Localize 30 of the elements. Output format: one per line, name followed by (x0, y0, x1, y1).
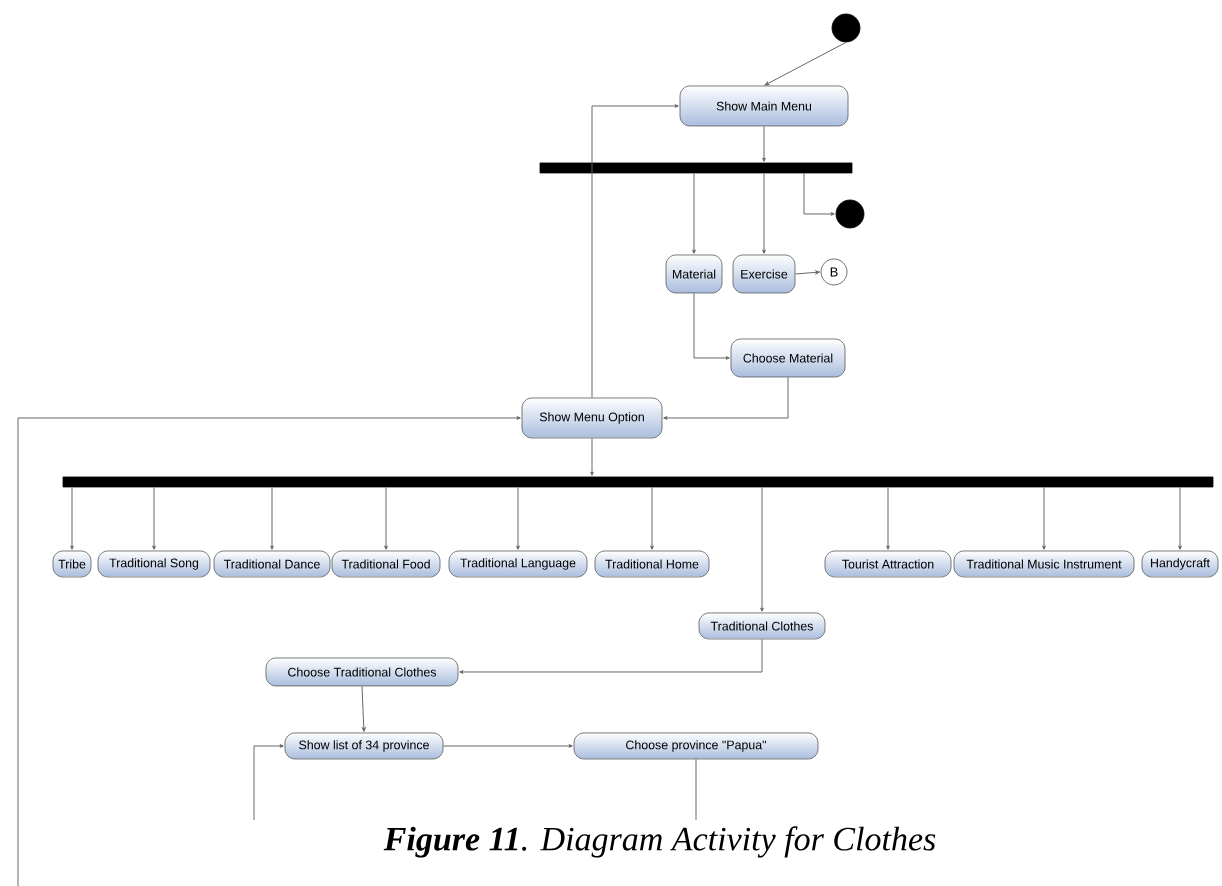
end-node (835, 199, 865, 229)
arrow (70, 486, 74, 550)
arrow (692, 172, 696, 254)
fork-bar (62, 476, 1214, 488)
arrow (270, 486, 274, 550)
arrow (17, 416, 521, 886)
arrow (794, 270, 820, 275)
arrow (152, 486, 156, 550)
arrow (764, 41, 847, 86)
arrow (693, 292, 730, 360)
start-node (831, 13, 861, 43)
arrow (1042, 486, 1046, 550)
arrow (760, 486, 764, 612)
arrow (591, 104, 679, 399)
fork-bar (539, 162, 853, 174)
arrow (384, 486, 388, 550)
arrow (762, 125, 766, 162)
arrow (590, 437, 594, 476)
arrow (663, 376, 789, 420)
arrow (803, 172, 835, 216)
arrow (459, 638, 763, 674)
caption: Figure 11. Diagram Activity for Clothes (383, 826, 936, 858)
arrow (442, 744, 573, 748)
arrow (516, 486, 520, 550)
arrow (1178, 486, 1182, 550)
arrow (253, 744, 284, 821)
arrow (650, 486, 654, 550)
arrow (886, 486, 890, 550)
arrow (361, 685, 366, 732)
arrow (762, 172, 766, 254)
